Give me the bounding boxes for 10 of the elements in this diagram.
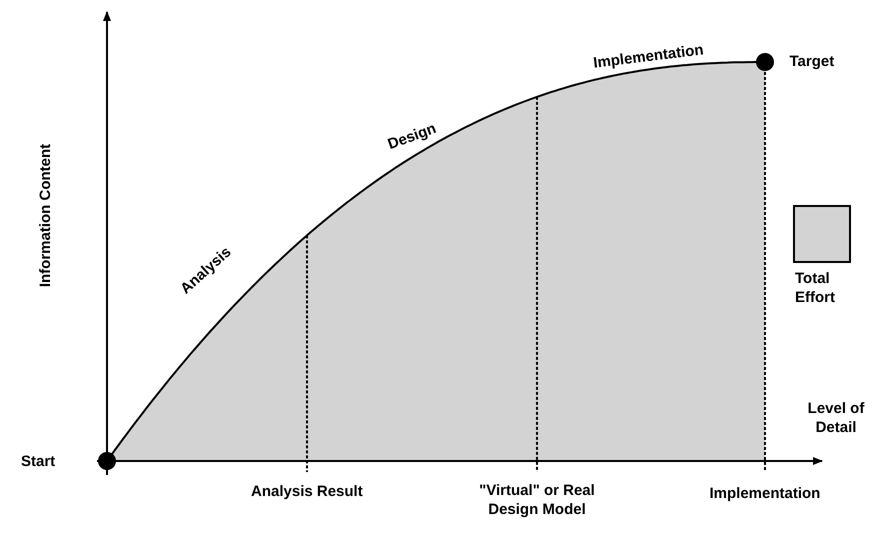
milestone-label: Implementation: [710, 484, 820, 502]
milestone-label: Analysis Result: [251, 482, 363, 500]
legend-label: Total Effort: [795, 269, 836, 307]
point-label: Target: [790, 52, 834, 70]
point-label: Start: [21, 452, 56, 470]
curve-label: Implementation: [592, 40, 704, 72]
curve-label: Design: [385, 118, 439, 154]
axis-title: Information Content: [36, 143, 55, 287]
milestone-label: "Virtual" or Real Design Model: [478, 481, 596, 519]
axis-title: Level of Detail: [806, 399, 866, 437]
